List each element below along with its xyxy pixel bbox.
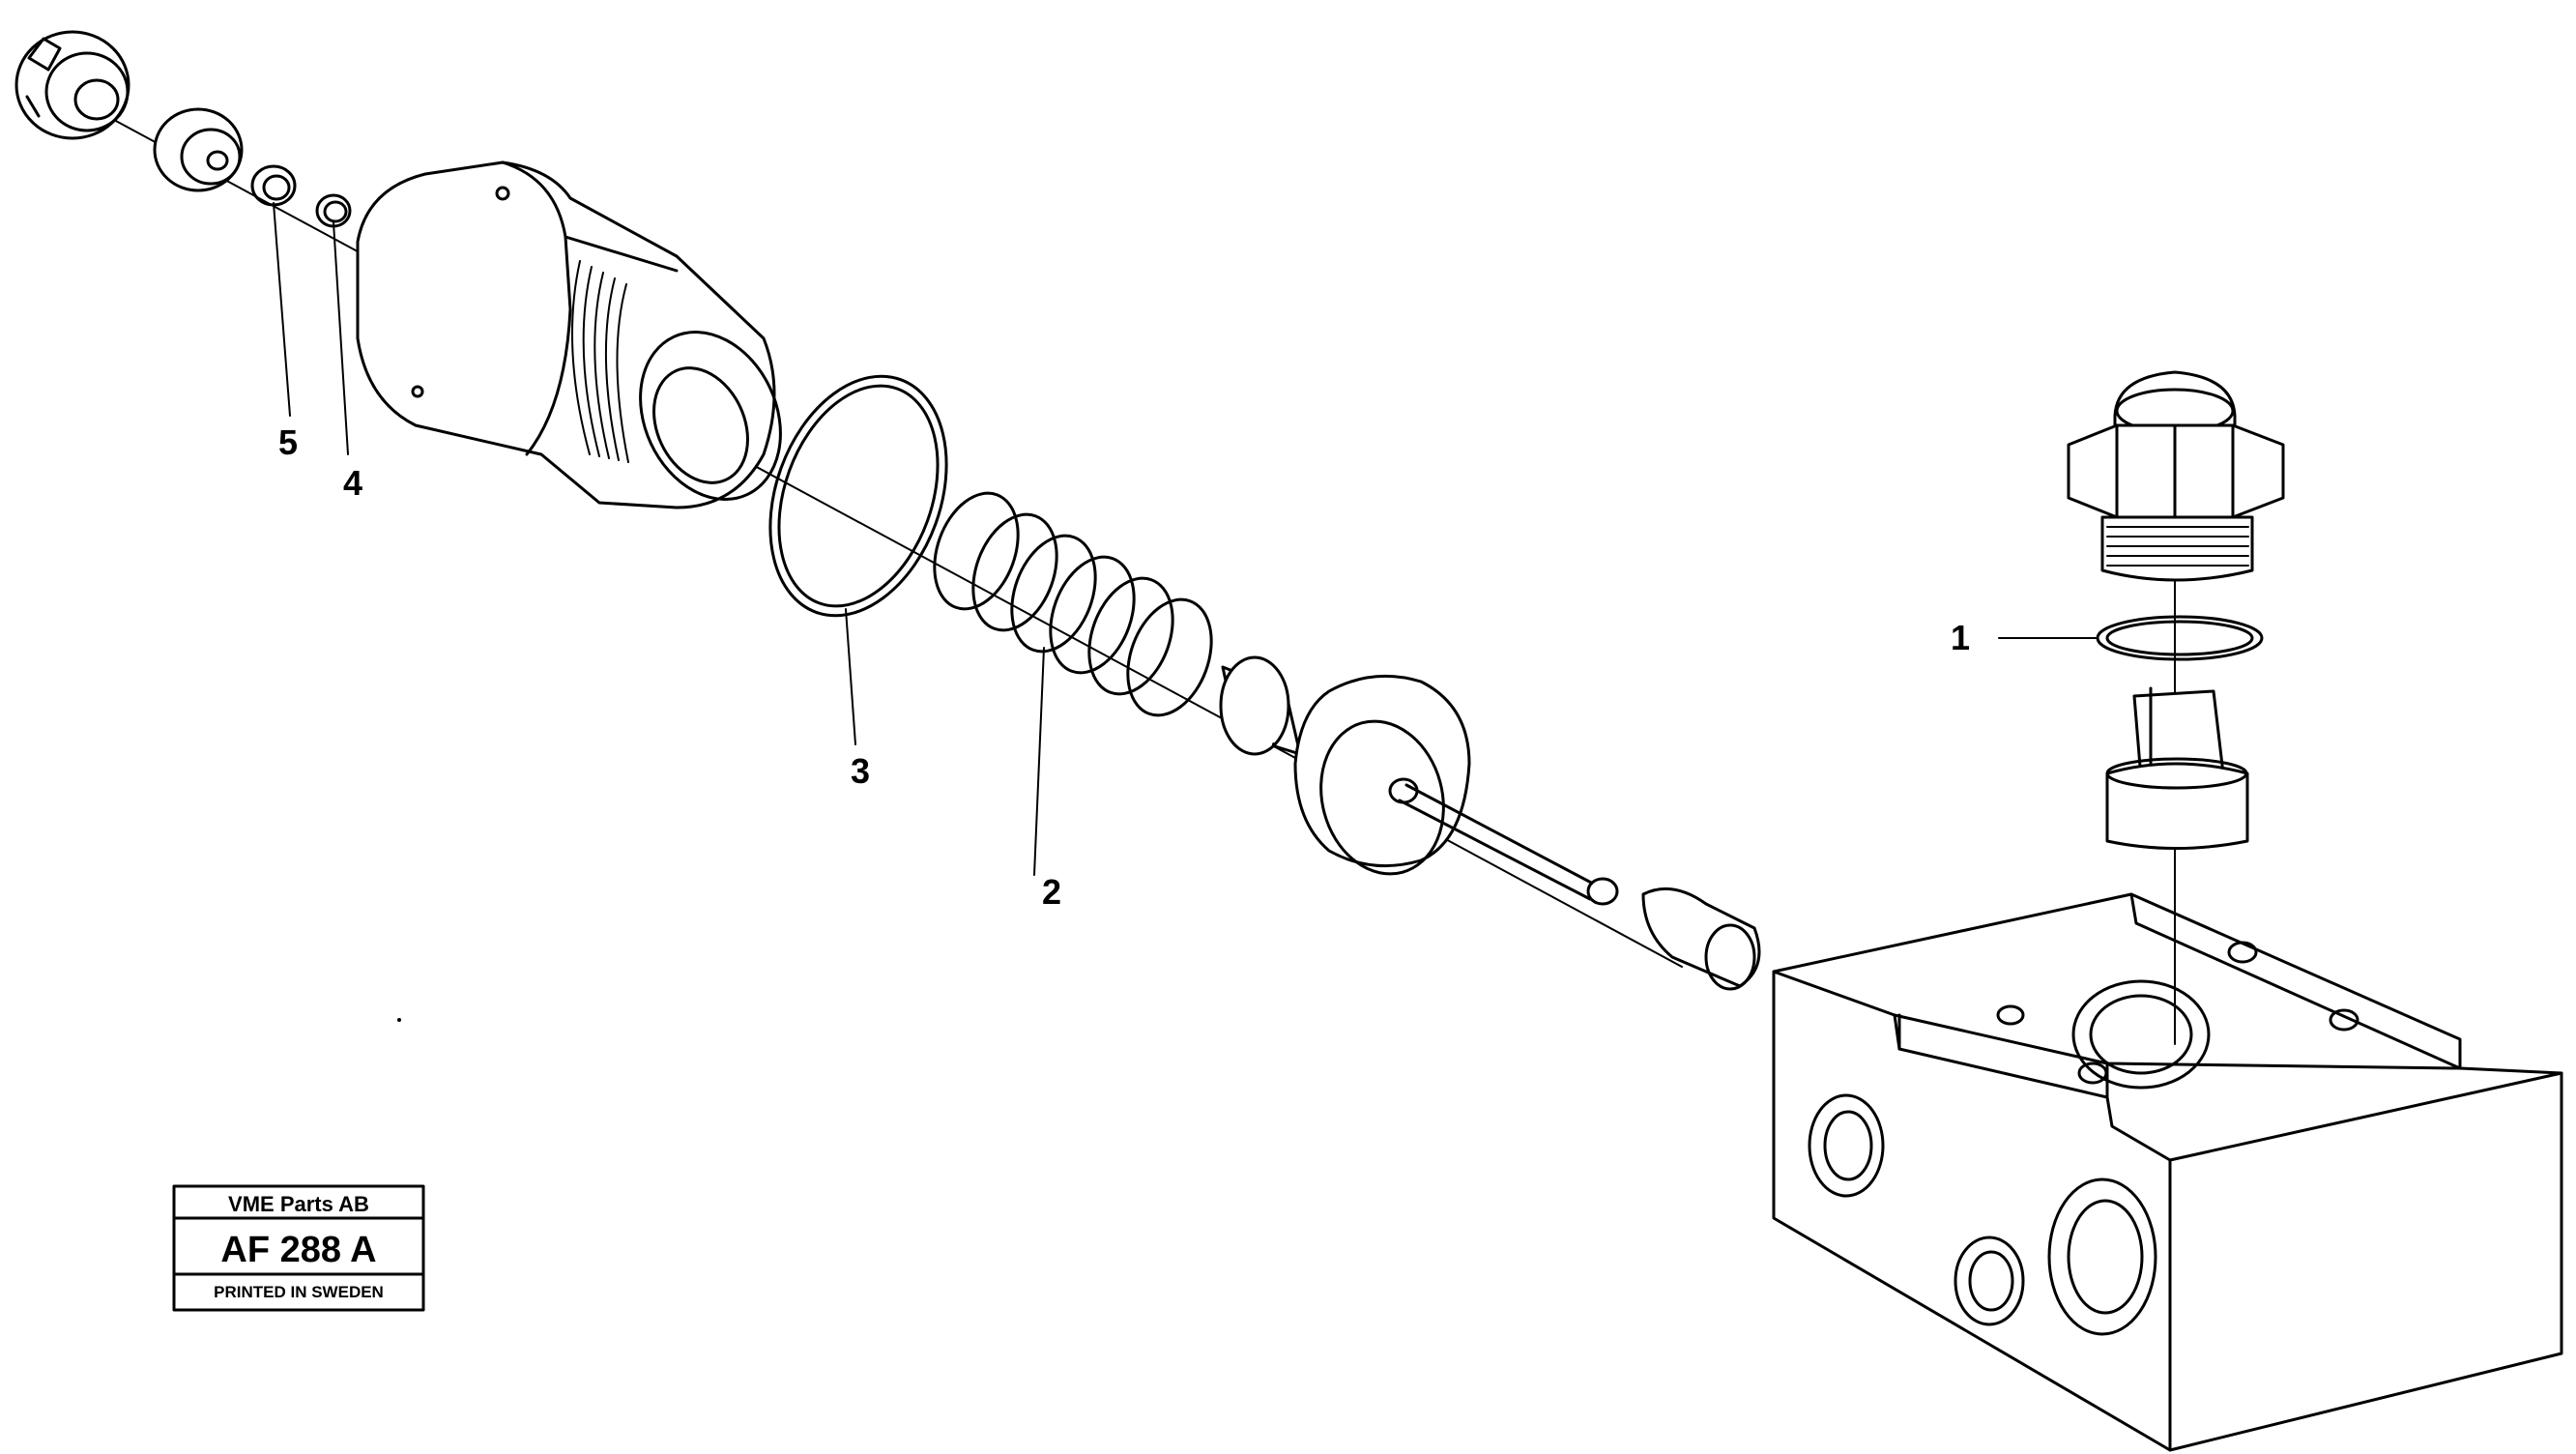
callout-1: 1: [1951, 618, 1970, 657]
scan-dot: [1272, 742, 1276, 746]
title-block-drawing-number: AF 288 A: [220, 1230, 376, 1270]
cap-nut: [14, 30, 130, 140]
sealing-ring-item-1: [2096, 615, 2264, 661]
valve-housing: [356, 160, 782, 509]
piston: [1219, 655, 1619, 906]
poppet: [1641, 887, 1761, 991]
hex-fitting: [2067, 370, 2285, 582]
large-oring-item-3: [768, 374, 948, 618]
title-block: VME Parts AB AF 288 A PRINTED IN SWEDEN: [172, 1184, 425, 1312]
title-block-company: VME Parts AB: [228, 1192, 369, 1216]
callout-3: 3: [851, 751, 870, 791]
leader-lines: [273, 202, 2098, 876]
callout-4: 4: [343, 463, 362, 503]
valve-body-block: [1772, 892, 2563, 1452]
scan-dot: [397, 1018, 401, 1022]
small-washer-item-5: [250, 164, 297, 207]
spring-item-2: [933, 491, 1213, 717]
valve-seat: [153, 107, 244, 192]
cartridge-insert: [2105, 686, 2249, 850]
title-block-footer: PRINTED IN SWEDEN: [214, 1283, 384, 1301]
callout-2: 2: [1042, 872, 1061, 912]
callout-5: 5: [278, 422, 298, 462]
